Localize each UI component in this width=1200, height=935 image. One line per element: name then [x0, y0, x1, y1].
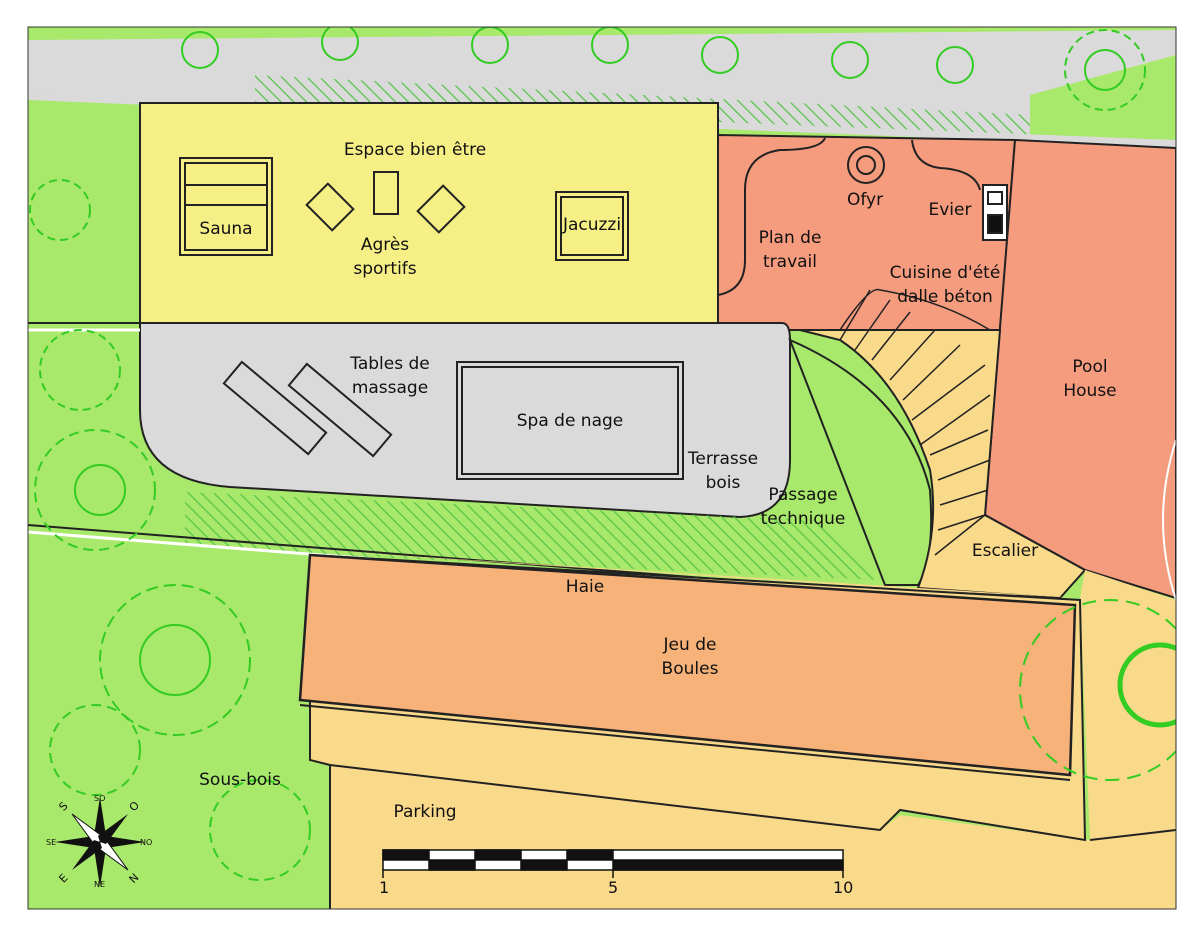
spa-nage-label: Spa de nage — [516, 411, 624, 431]
compass-rose — [55, 797, 145, 887]
evier-label: Evier — [928, 200, 972, 220]
compass-se: SE — [46, 838, 57, 847]
scale-label-mid: 5 — [608, 878, 619, 897]
espace-bien-etre-label: Espace bien être — [343, 140, 487, 160]
parking-zone — [310, 550, 1176, 909]
jeu-boules-label: Jeu de Boules — [661, 635, 719, 679]
evier — [982, 184, 1008, 241]
scale-bar — [382, 849, 844, 878]
escalier-zone — [799, 329, 1087, 600]
ofyr — [847, 146, 885, 184]
compass-ne: NE — [94, 880, 106, 889]
jacuzzi-label: Jacuzzi — [562, 215, 622, 235]
pool-house-label: Pool House — [1063, 357, 1117, 401]
terrasse-zone — [139, 322, 791, 519]
ofyr-label: Ofyr — [846, 190, 884, 210]
sauna — [179, 157, 273, 256]
massage-tables — [222, 360, 393, 458]
compass-so: SO — [94, 794, 106, 803]
agres-label: Agrès sportifs — [353, 235, 417, 279]
espace-bien-etre-zone — [139, 102, 719, 324]
scale-label-end: 10 — [833, 878, 854, 897]
haie-hatch — [185, 492, 880, 580]
tables-massage-label: Tables de massage — [350, 354, 430, 398]
haie-label: Haie — [565, 577, 605, 597]
jeu-de-boules-zone — [298, 553, 1077, 777]
sous-bois-label: Sous-bois — [199, 770, 281, 790]
agres-equipment — [305, 171, 466, 234]
plan-travail-counter — [717, 137, 826, 296]
plan-travail-label: Plan de travail — [758, 228, 822, 272]
scale-label-start: 1 — [379, 878, 390, 897]
escalier-label: Escalier — [971, 541, 1039, 561]
jacuzzi — [555, 191, 629, 261]
spa-de-nage — [456, 361, 684, 480]
tree-sketches — [29, 27, 1176, 881]
passage-technique-label: Passage technique — [760, 485, 846, 529]
terrasse-bois-label: Terrasse bois — [687, 449, 759, 493]
cuisine-label: Cuisine d'été dalle béton — [889, 263, 1001, 307]
compass-no: NO — [140, 838, 153, 847]
sauna-label: Sauna — [199, 219, 253, 239]
parking-label: Parking — [393, 802, 457, 822]
